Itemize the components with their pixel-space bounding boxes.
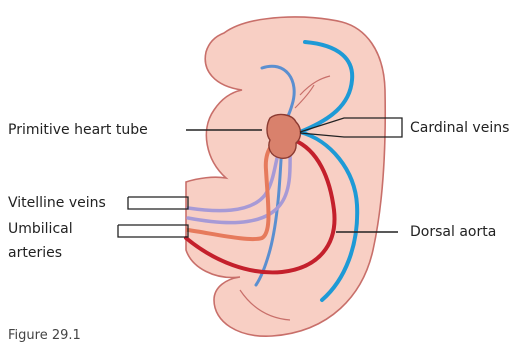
label-umbilical-line2: arteries: [8, 245, 62, 261]
label-primitive-heart-tube: Primitive heart tube: [8, 122, 148, 138]
embryo-body: [186, 17, 385, 336]
leader-umbilical-arteries: [118, 225, 188, 237]
label-cardinal-veins: Cardinal veins: [410, 120, 509, 136]
label-dorsal-aorta: Dorsal aorta: [410, 224, 496, 240]
leader-vitelline-veins: [128, 197, 188, 209]
figure-caption: Figure 29.1: [8, 328, 81, 343]
label-vitelline-veins: Vitelline veins: [8, 195, 106, 211]
label-umbilical-line1: Umbilical: [8, 221, 73, 237]
